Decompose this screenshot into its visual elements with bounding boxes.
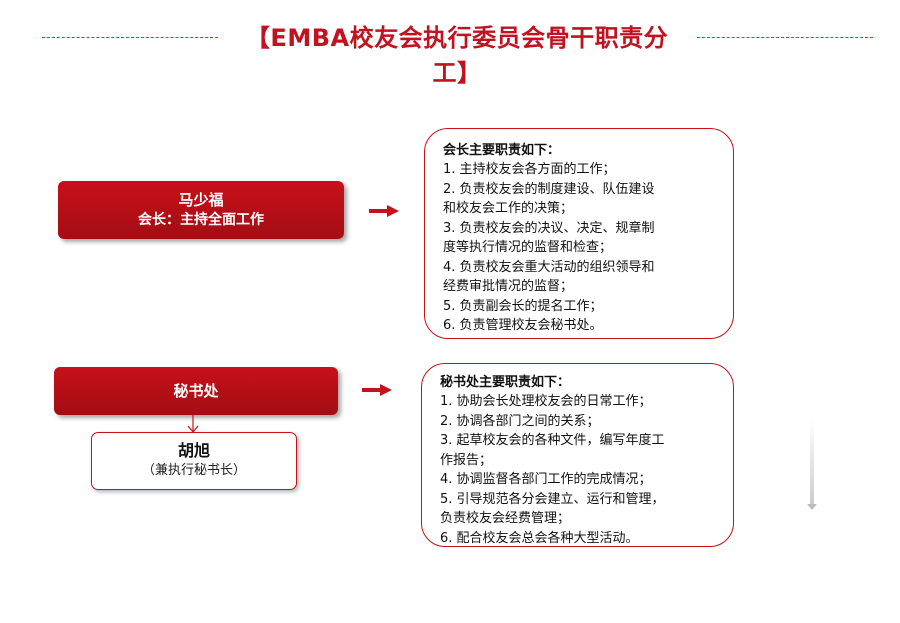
chair-role: 会长：主持全面工作: [138, 212, 264, 228]
secretariat-duties-title: 秘书处主要职责如下：: [440, 375, 571, 390]
secretary-name: 胡旭: [177, 441, 210, 460]
secretary-box: 胡旭 （兼执行秘书长）: [91, 432, 297, 490]
chair-duties-list: 1. 主持校友会各方面的工作； 2. 负责校友会的制度建设、队伍建设 和校友会工…: [443, 160, 719, 336]
list-item: 5. 负责副会长的提名工作；: [443, 298, 603, 314]
secretariat-duties-panel: 秘书处主要职责如下： 1. 协助会长处理校友会的日常工作； 2. 协调各部门之间…: [421, 363, 734, 547]
secretariat-label: 秘书处: [173, 382, 219, 400]
secretary-role: （兼执行秘书长）: [141, 463, 246, 478]
bracket-open: 【: [245, 24, 271, 52]
chair-name: 马少福: [178, 191, 224, 209]
right-arrow-icon: [369, 205, 399, 217]
secretariat-box: 秘书处: [54, 367, 338, 415]
list-item: 3. 负责校友会的决议、决定、规章制: [443, 220, 655, 236]
scroll-indicator-tip: [807, 504, 817, 510]
list-item: 6. 配合校友会总会各种大型活动。: [440, 530, 639, 546]
bracket-close: 】: [457, 59, 482, 87]
list-item: 2. 协调各部门之间的关系；: [440, 413, 600, 429]
chair-duties-panel: 会长主要职责如下： 1. 主持校友会各方面的工作； 2. 负责校友会的制度建设、…: [424, 128, 734, 339]
header-divider-right: [697, 37, 873, 38]
chair-duties-title: 会长主要职责如下：: [443, 143, 561, 158]
scroll-indicator: [810, 420, 814, 508]
down-arrow-icon: [187, 415, 199, 433]
right-arrow-icon: [362, 384, 392, 396]
list-item: 3. 起草校友会的各种文件，编写年度工: [440, 433, 665, 448]
secretariat-duties-list: 1. 协助会长处理校友会的日常工作； 2. 协调各部门之间的关系； 3. 起草校…: [440, 392, 721, 548]
chair-box: 马少福 会长：主持全面工作: [58, 181, 344, 239]
title-text: EMBA校友会执行委员会骨干职责分工: [270, 24, 669, 87]
list-item: 1. 协助会长处理校友会的日常工作；: [440, 394, 652, 409]
list-item: 作报告；: [440, 452, 493, 468]
header-divider-left: [42, 37, 218, 38]
page-title: 【EMBA校友会执行委员会骨干职责分工】: [222, 18, 692, 88]
list-item: 度等执行情况的监督和检查；: [443, 240, 613, 255]
list-item: 经费审批情况的监督；: [443, 279, 574, 294]
list-item: 5. 引导规范各分会建立、运行和管理，: [440, 491, 665, 507]
list-item: 1. 主持校友会各方面的工作；: [443, 162, 616, 177]
list-item: 4. 负责校友会重大活动的组织领导和: [443, 259, 655, 275]
header: 【EMBA校友会执行委员会骨干职责分工】: [0, 18, 900, 87]
list-item: 2. 负责校友会的制度建设、队伍建设: [443, 181, 655, 197]
list-item: 和校友会工作的决策；: [443, 201, 574, 216]
list-item: 负责校友会经费管理；: [440, 511, 571, 526]
list-item: 6. 负责管理校友会秘书处。: [443, 318, 603, 333]
list-item: 4. 协调监督各部门工作的完成情况；: [440, 472, 652, 487]
